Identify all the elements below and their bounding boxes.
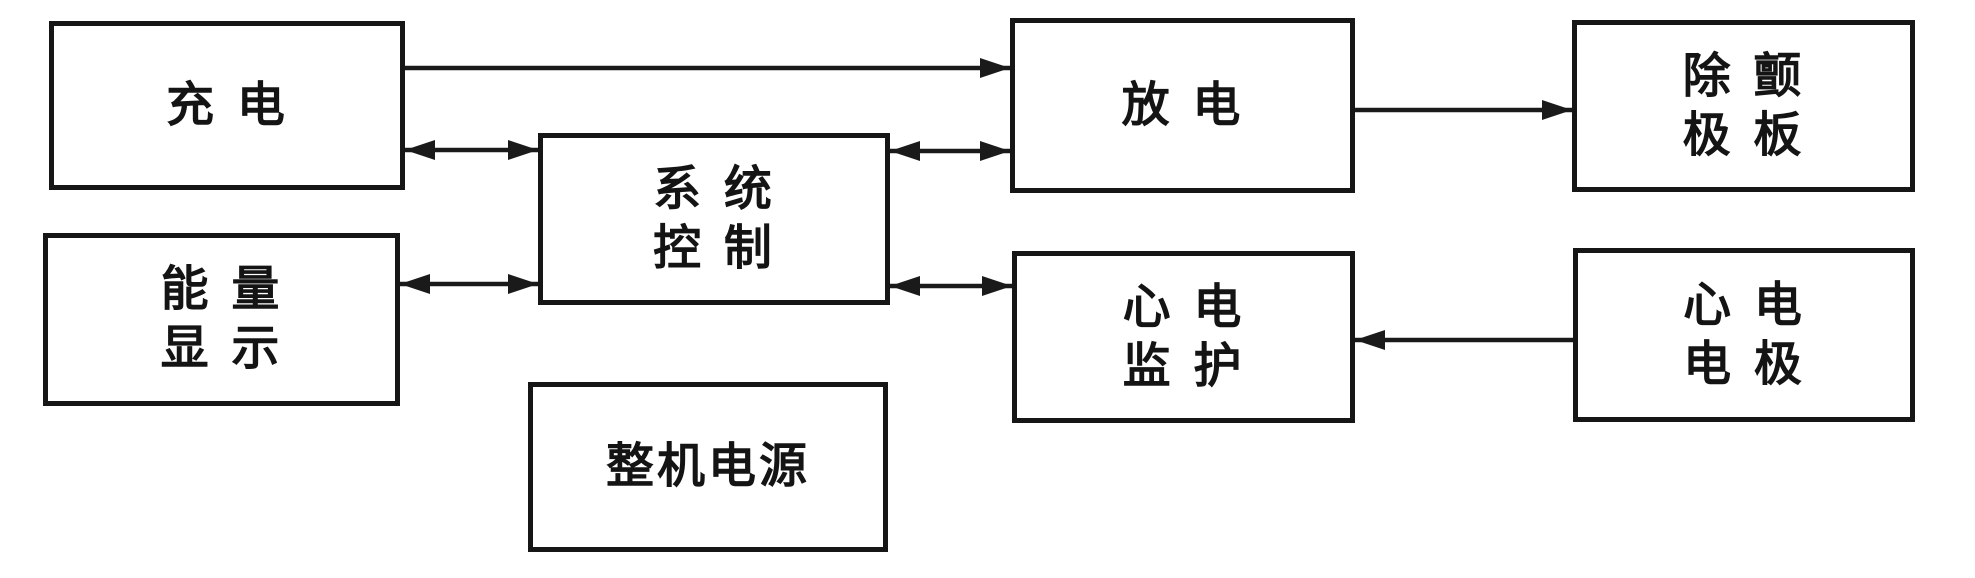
node-label: 放 电	[1121, 76, 1244, 133]
node-label: 控 制	[653, 219, 775, 276]
node-energy-display: 能 量 显 示	[43, 233, 400, 406]
node-ecg-electrodes: 心 电 电 极	[1573, 248, 1915, 422]
node-ecg-monitor: 心 电 监 护	[1012, 251, 1355, 423]
node-discharge: 放 电	[1010, 18, 1355, 193]
node-label: 充 电	[166, 76, 288, 133]
node-defib-paddles: 除 颤 极 板	[1572, 20, 1915, 192]
node-label: 心 电	[1122, 278, 1245, 335]
node-label: 系 统	[653, 160, 775, 217]
node-charge: 充 电	[49, 21, 405, 190]
node-label: 除 颤	[1682, 47, 1805, 104]
node-system-control: 系 统 控 制	[538, 133, 890, 305]
node-label: 显 示	[160, 320, 283, 376]
node-label: 极 板	[1682, 106, 1805, 163]
node-label: 能 量	[160, 261, 283, 318]
node-label: 整机电源	[605, 438, 810, 495]
node-label: 监 护	[1122, 337, 1245, 394]
node-label: 电 极	[1683, 335, 1805, 392]
node-main-power: 整机电源	[528, 382, 888, 552]
node-label: 心 电	[1683, 276, 1805, 333]
